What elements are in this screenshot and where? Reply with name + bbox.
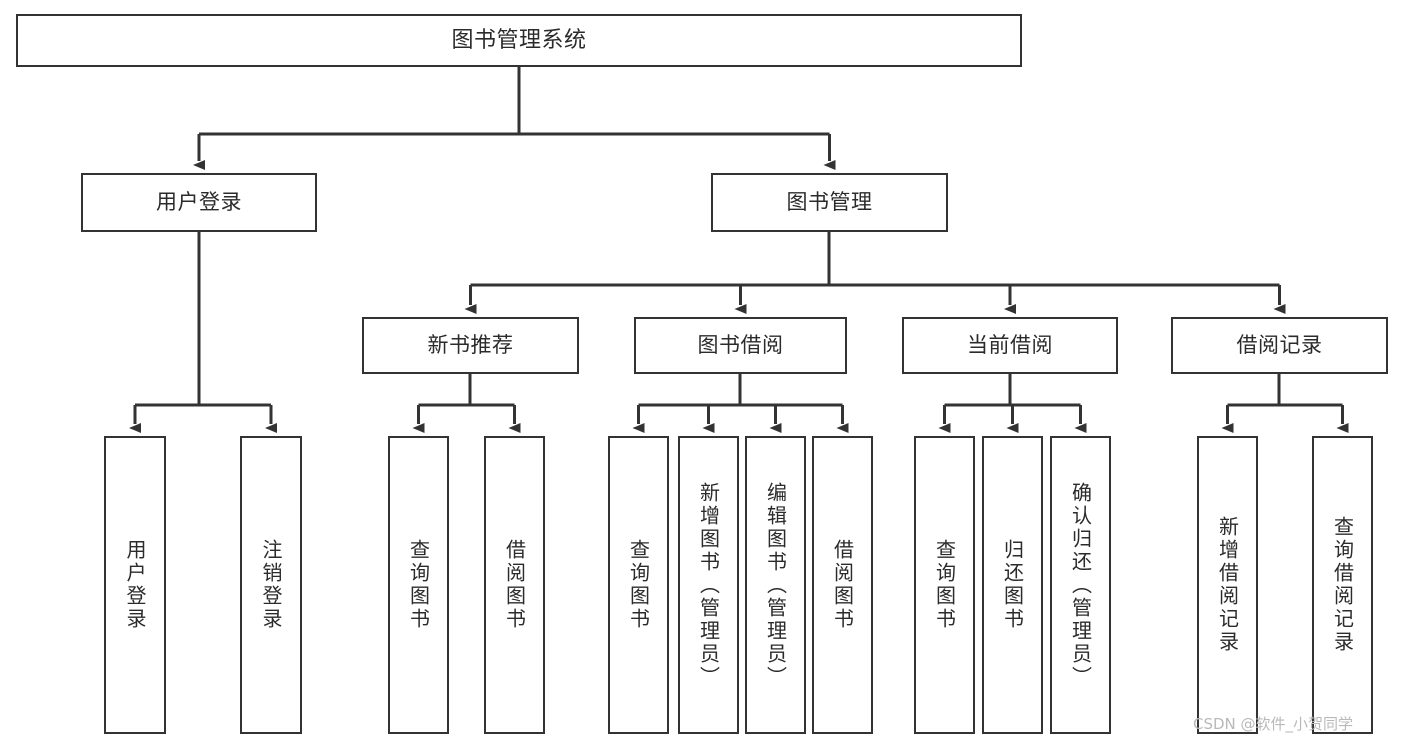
node-leaf-query-book-borrow[interactable]: 查询图书: [608, 436, 669, 734]
node-new-book-rec[interactable]: 新书推荐: [362, 317, 579, 374]
node-leaf-borrow-book[interactable]: 借阅图书: [812, 436, 873, 734]
node-label: 新增借阅记录: [1215, 516, 1240, 654]
node-leaf-user-login[interactable]: 用户登录: [104, 436, 166, 734]
node-label: 查询图书: [406, 539, 431, 631]
node-leaf-confirm-return[interactable]: 确认归还（管理员）: [1050, 436, 1111, 734]
node-label: 图书借阅: [697, 333, 784, 358]
node-leaf-edit-book[interactable]: 编辑图书（管理员）: [745, 436, 806, 734]
node-label: 编辑图书（管理员）: [763, 481, 788, 689]
node-label: 图书管理: [786, 190, 873, 215]
node-leaf-add-record[interactable]: 新增借阅记录: [1197, 436, 1258, 734]
node-leaf-borrow-book-rec[interactable]: 借阅图书: [484, 436, 545, 734]
node-label: 用户登录: [123, 539, 147, 631]
node-label: 确认归还（管理员）: [1068, 481, 1093, 689]
node-label: 归还图书: [1000, 539, 1025, 631]
node-label: 借阅图书: [502, 539, 527, 631]
node-user-login[interactable]: 用户登录: [81, 173, 317, 232]
node-leaf-logout[interactable]: 注销登录: [240, 436, 302, 734]
node-label: 当前借阅: [967, 333, 1053, 358]
node-book-manage[interactable]: 图书管理: [711, 173, 948, 232]
node-label: 查询图书: [626, 539, 651, 631]
connector-lines: [129, 67, 1349, 433]
node-label: 借阅图书: [830, 539, 855, 631]
node-label: 图书管理系统: [451, 27, 587, 53]
node-label: 查询借阅记录: [1330, 516, 1355, 654]
node-borrow-record[interactable]: 借阅记录: [1171, 317, 1388, 374]
node-book-borrow[interactable]: 图书借阅: [634, 317, 847, 374]
node-leaf-query-book-cur[interactable]: 查询图书: [914, 436, 975, 734]
node-current-borrow[interactable]: 当前借阅: [902, 317, 1118, 374]
node-label: 用户登录: [156, 190, 242, 215]
node-root[interactable]: 图书管理系统: [16, 14, 1022, 67]
node-label: 借阅记录: [1236, 333, 1323, 358]
node-leaf-query-book-rec[interactable]: 查询图书: [388, 436, 449, 734]
node-leaf-add-book[interactable]: 新增图书（管理员）: [678, 436, 739, 734]
node-label: 注销登录: [259, 539, 283, 631]
node-label: 新书推荐: [427, 333, 514, 358]
node-leaf-return-book[interactable]: 归还图书: [982, 436, 1043, 734]
node-label: 查询图书: [932, 539, 957, 631]
node-leaf-query-record[interactable]: 查询借阅记录: [1312, 436, 1373, 734]
node-label: 新增图书（管理员）: [696, 481, 721, 689]
